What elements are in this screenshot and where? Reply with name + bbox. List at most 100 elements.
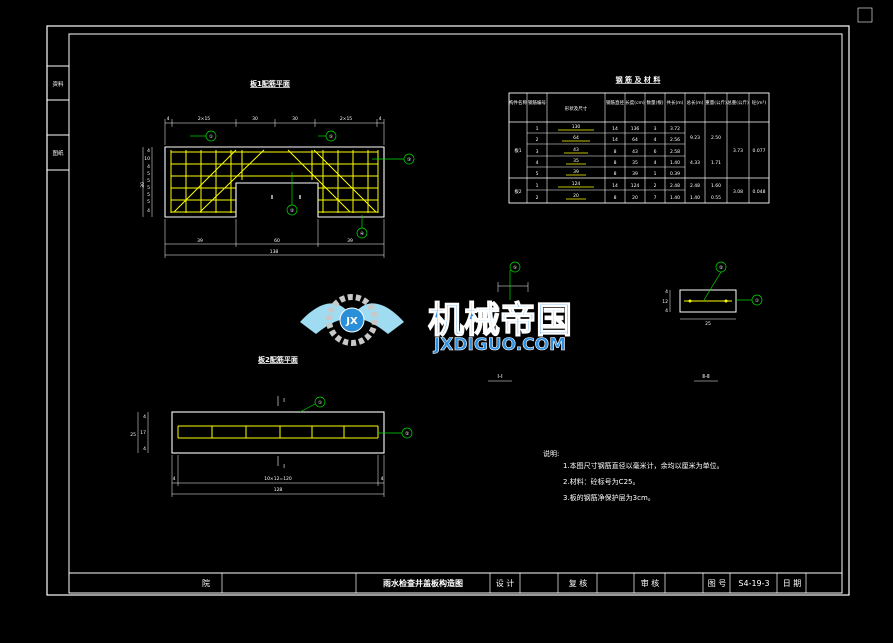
title-block: 院 雨水检查井盖板构造图 设 计 复 核 审 核 图 号 S4-19-3 日 期	[69, 572, 842, 593]
table-group1b-weight: 1.71	[711, 160, 721, 166]
title-block-drawing-title: 雨水检查井盖板构造图	[383, 578, 463, 588]
note-item-1: 1.本图尺寸钢筋直径以毫米计，余均以厘米为单位。	[563, 461, 724, 470]
plan1-dim-bottom-3: 39	[347, 238, 353, 244]
plan1-dim-top-5: 2×15	[340, 116, 352, 122]
plan1-dim-top-6: 4	[379, 116, 382, 122]
table-row-3-shape: 43	[573, 147, 579, 153]
table-row-1-dia: 14	[612, 126, 618, 132]
table-group1-concrete: 0.077	[753, 148, 766, 154]
title-block-date-label: 日 期	[783, 579, 802, 588]
table-group-2: 板2	[514, 188, 521, 195]
plan2-section-mark-bottom: Ⅰ	[283, 464, 285, 470]
table-row-1-no: 1	[536, 126, 539, 132]
title-block-audit: 审 核	[641, 578, 660, 588]
plan2-title: 板2配筋平面	[258, 355, 298, 364]
table-row-3-qty: 6	[654, 149, 657, 155]
note-item-3: 3.板的钢筋净保护层为3cm。	[563, 493, 655, 502]
plan1-marker-1: Ⅱ	[271, 195, 274, 201]
table-row-7-total: 1.40	[670, 195, 680, 201]
section2-callout-1: ①	[755, 298, 759, 304]
plan1-callout-4: ④	[360, 231, 364, 237]
table-row-2-no: 2	[536, 137, 539, 143]
plan2-left-dim-2: 17	[140, 430, 146, 436]
plan1-left-dim-1: 4	[147, 148, 150, 154]
th-len: 长度(cm)	[625, 99, 645, 106]
plan1-dim-top-4: 30	[292, 116, 298, 122]
plan2-total: 128	[274, 487, 283, 493]
plan1-dim-top-2: 2×15	[198, 116, 210, 122]
side-strip: 资料 图纸	[46, 65, 70, 171]
plan1-marker-2: Ⅱ	[299, 195, 302, 201]
table-row-3-no: 3	[536, 149, 539, 155]
plan1-view: 板1配筋平面 4 2×15 30 30 2×15 4	[140, 79, 415, 258]
side-label-1: 资料	[52, 80, 64, 88]
watermark-cn: 机械帝国	[428, 300, 572, 341]
table-row-7-sum-len: 1.40	[690, 195, 700, 201]
th-total-weight: 总重(公斤)	[727, 99, 749, 106]
plan1-dim-top-3: 30	[252, 116, 258, 122]
table-row-5-shape: 39	[573, 169, 579, 175]
plan1-callout-5: ⑤	[329, 134, 333, 140]
section2-dim-1: 4	[665, 289, 668, 295]
notes-block: 说明: 1.本图尺寸钢筋直径以毫米计，余均以厘米为单位。 2.材料：砼标号为C2…	[543, 449, 724, 502]
plan1-left-dim-6: 5	[147, 185, 150, 191]
table-group1b-sum-len: 4.33	[690, 160, 700, 166]
plan1-title: 板1配筋平面	[250, 79, 290, 88]
table-row-4-shape: 35	[573, 158, 579, 164]
table-row-6-len: 124	[631, 183, 640, 189]
table-row-2-total: 2.56	[670, 137, 680, 143]
th-name: 构件名称	[509, 99, 527, 106]
table-row-7-no: 2	[536, 195, 539, 201]
plan1-callout-2: ②	[290, 208, 294, 214]
table-grid	[526, 93, 750, 203]
table-title: 钢 筋 及 材 料	[616, 75, 661, 84]
table-row-6-shape: 124	[572, 181, 581, 187]
plan1-left-dim-5: 5	[147, 178, 150, 184]
table-row-6-qty: 2	[654, 183, 657, 189]
table-row-1-qty: 3	[654, 126, 657, 132]
table-row-6-weight: 1.60	[711, 183, 721, 189]
plan2-left-total: 25	[130, 432, 136, 438]
table-row-4-qty: 4	[654, 160, 657, 166]
table-row-5-dia: 8	[614, 171, 617, 177]
title-block-review: 复 核	[569, 578, 588, 588]
title-block-drawing-no-label: 图 号	[708, 579, 727, 588]
plan1-left-total: 30	[140, 182, 146, 188]
watermark-logo: JX	[300, 294, 404, 346]
plan2-callout-2: ②	[405, 431, 409, 437]
th-qty: 数量(根)	[646, 99, 663, 106]
th-sum-len: 总长(m)	[687, 99, 704, 106]
table-row-4-dia: 8	[614, 160, 617, 166]
wing-right-icon	[352, 303, 404, 334]
th-concrete: 砼(m³)	[752, 99, 766, 106]
table-row-6-sum-len: 2.48	[690, 183, 700, 189]
section-2-view: ② ① 4 12 4 25 Ⅱ-Ⅱ	[662, 261, 763, 382]
th-no: 钢筋编号	[528, 99, 546, 106]
outer-frame	[46, 25, 850, 596]
window-corner-icon[interactable]	[857, 7, 873, 23]
plan1-dim-bottom-2: 60	[274, 238, 280, 244]
section2-label: Ⅱ-Ⅱ	[702, 374, 710, 380]
plan2-right-end: 4	[381, 476, 384, 482]
table-row-6-no: 1	[536, 183, 539, 189]
table-group2-total-weight: 3.08	[733, 189, 743, 195]
table-row-7-qty: 7	[654, 195, 657, 201]
notes-heading: 说明:	[543, 449, 559, 458]
table-row-5-no: 5	[536, 171, 539, 177]
table-row-1-len: 136	[631, 126, 640, 132]
table-row-6-dia: 14	[612, 183, 618, 189]
table-group1-weight: 2.50	[711, 135, 721, 141]
table-row-5-qty: 1	[654, 171, 657, 177]
table-row-4-total: 1.40	[670, 160, 680, 166]
title-block-design: 设 计	[496, 578, 515, 588]
plan1-left-dim-8: 5	[147, 199, 150, 205]
plan2-left-end: 4	[173, 476, 176, 482]
plan1-slab-outline	[164, 146, 385, 218]
section1-callout-5: ⑤	[513, 265, 517, 271]
material-table: 钢 筋 及 材 料 构件名称 钢筋编号 形状及尺寸 钢筋直径 长度(cm) 数量…	[508, 75, 770, 204]
plan1-total-bottom: 138	[270, 249, 279, 255]
table-row-7-dia: 8	[614, 195, 617, 201]
table-row-2-dia: 14	[612, 137, 618, 143]
section2-dim-3: 4	[665, 308, 668, 314]
table-row-3-dia: 8	[614, 149, 617, 155]
